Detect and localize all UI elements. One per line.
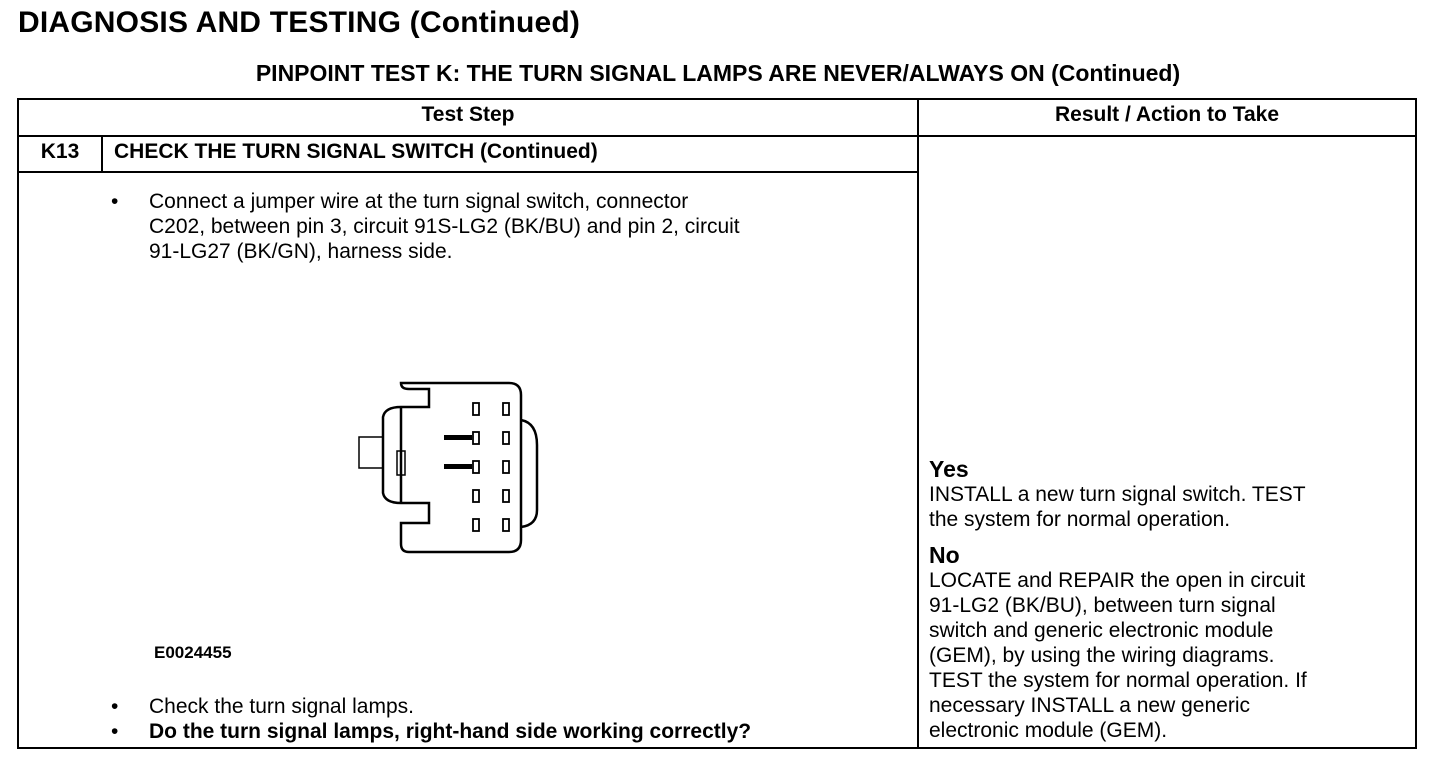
column-header-result: Result / Action to Take bbox=[1054, 103, 1280, 126]
pinpoint-test-title: PINPOINT TEST K: THE TURN SIGNAL LAMPS A… bbox=[255, 60, 1181, 86]
step-title-divider bbox=[19, 171, 917, 173]
result-line: INSTALL a new turn signal switch. TEST bbox=[929, 483, 1306, 506]
result-line: TEST the system for normal operation. If bbox=[929, 669, 1307, 692]
bullet-text-connect-jumper: Connect a jumper wire at the turn signal… bbox=[149, 189, 740, 264]
bullet-text-question: Do the turn signal lamps, right-hand sid… bbox=[149, 720, 752, 743]
column-divider bbox=[917, 100, 919, 747]
result-no-label: No bbox=[929, 542, 960, 568]
bullet-marker: • bbox=[111, 190, 119, 213]
column-header-test-step: Test Step bbox=[421, 103, 515, 126]
bullet-text-check-lamps: Check the turn signal lamps. bbox=[149, 695, 414, 718]
bullet-marker: • bbox=[111, 695, 119, 718]
result-yes: Yes INSTALL a new turn signal switch. TE… bbox=[929, 456, 1409, 532]
step-id: K13 bbox=[40, 140, 80, 163]
bullet-line: Connect a jumper wire at the turn signal… bbox=[149, 190, 689, 213]
connector-c202-diagram bbox=[358, 381, 539, 554]
result-no: No LOCATE and REPAIR the open in circuit… bbox=[929, 542, 1409, 743]
bullet-line: C202, between pin 3, circuit 91S-LG2 (BK… bbox=[149, 215, 740, 238]
result-line: (GEM), by using the wiring diagrams. bbox=[929, 644, 1275, 667]
bullet-line: 91-LG27 (BK/GN), harness side. bbox=[149, 240, 453, 263]
result-line: LOCATE and REPAIR the open in circuit bbox=[929, 569, 1306, 592]
step-id-divider bbox=[101, 137, 103, 172]
bullet-marker: • bbox=[111, 720, 119, 743]
pinpoint-test-table: Test Step Result / Action to Take K13 CH… bbox=[17, 98, 1417, 749]
result-line: necessary INSTALL a new generic bbox=[929, 694, 1250, 717]
step-title: CHECK THE TURN SIGNAL SWITCH (Continued) bbox=[114, 140, 598, 163]
header-divider bbox=[19, 135, 1415, 137]
result-line: switch and generic electronic module bbox=[929, 619, 1274, 642]
result-yes-label: Yes bbox=[929, 456, 969, 482]
page-title: DIAGNOSIS AND TESTING (Continued) bbox=[18, 6, 581, 39]
result-line: electronic module (GEM). bbox=[929, 719, 1168, 742]
result-line: 91-LG2 (BK/BU), between turn signal bbox=[929, 594, 1276, 617]
result-line: the system for normal operation. bbox=[929, 508, 1231, 531]
figure-id: E0024455 bbox=[154, 643, 232, 662]
